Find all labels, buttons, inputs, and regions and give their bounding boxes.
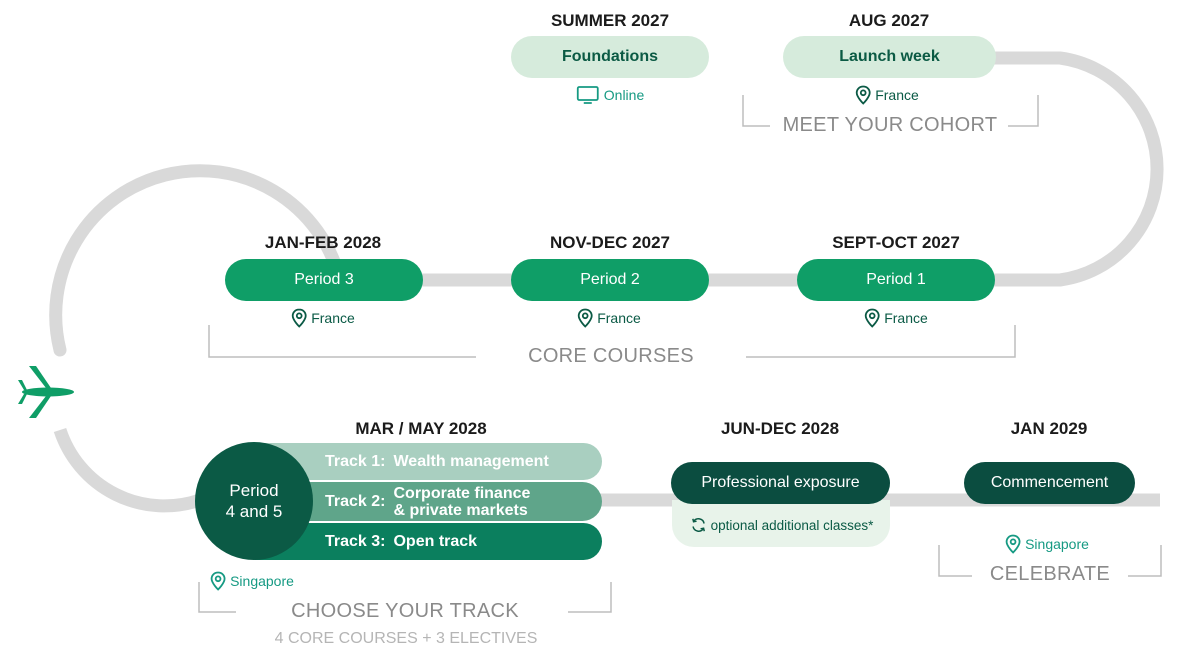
period-4-5-line2: 4 and 5: [225, 502, 283, 521]
optional-classes-label: optional additional classes*: [710, 517, 874, 533]
launch-week-location-label: France: [875, 87, 919, 103]
period-2-location-label: France: [597, 310, 641, 326]
meet-your-cohort-label: MEET YOUR COHORT: [782, 114, 998, 136]
track-1-name: Track 1:: [325, 452, 386, 470]
location-pin-icon: [855, 85, 871, 105]
launch-week-pill[interactable]: Launch week: [783, 36, 996, 78]
date-mar-may-2028: MAR / MAY 2028: [355, 419, 487, 438]
professional-exposure-pill[interactable]: Professional exposure: [671, 462, 890, 504]
commencement-location-label: Singapore: [1025, 536, 1089, 552]
period-3-location-label: France: [311, 310, 355, 326]
track-1-desc: Wealth management: [393, 453, 549, 470]
date-jan-feb-2028: JAN-FEB 2028: [264, 233, 382, 252]
track-3-desc: Open track: [393, 533, 478, 550]
track-2-desc-line2: & private markets: [393, 501, 528, 519]
track-3-bar[interactable]: Track 3: Open track: [255, 523, 602, 560]
optional-classes-note: optional additional classes*: [691, 517, 874, 533]
launch-week-location: France: [855, 85, 919, 105]
period-4-5-location: Singapore: [210, 571, 294, 591]
location-pin-icon: [291, 308, 307, 328]
commencement-pill[interactable]: Commencement: [964, 462, 1135, 504]
core-electives-label: 4 CORE COURSES + 3 ELECTIVES: [274, 630, 538, 647]
airplane-icon: [18, 366, 74, 418]
date-jun-dec-2028: JUN-DEC 2028: [720, 419, 840, 438]
period-4-5-circle[interactable]: Period 4 and 5: [195, 442, 313, 560]
choose-your-track-label: CHOOSE YOUR TRACK: [291, 600, 519, 622]
monitor-icon: [576, 86, 599, 104]
period-4-5-location-label: Singapore: [230, 573, 294, 589]
online-location-label: Online: [603, 87, 645, 103]
optional-classes-bg: [672, 500, 890, 547]
location-pin-icon: [1005, 534, 1021, 554]
period-2-location: France: [577, 308, 641, 328]
period-3-location: France: [291, 308, 355, 328]
date-sept-oct-2027: SEPT-OCT 2027: [832, 233, 960, 252]
online-location: Online: [576, 85, 644, 105]
date-jan-2029: JAN 2029: [1010, 419, 1088, 438]
period-1-pill[interactable]: Period 1: [797, 259, 995, 301]
date-nov-dec-2027: NOV-DEC 2027: [550, 233, 670, 252]
track-2-desc-line1: Corporate finance: [393, 484, 531, 502]
track-1-bar[interactable]: Track 1: Wealth management: [255, 443, 602, 480]
period-3-pill[interactable]: Period 3: [225, 259, 423, 301]
period-2-pill[interactable]: Period 2: [511, 259, 709, 301]
date-summer-2027: SUMMER 2027: [550, 11, 670, 30]
location-pin-icon: [210, 571, 226, 591]
foundations-pill[interactable]: Foundations: [511, 36, 709, 78]
core-courses-label: CORE COURSES: [528, 345, 694, 367]
track-2-desc: Corporate finance & private markets: [393, 485, 530, 519]
date-aug-2027: AUG 2027: [848, 11, 930, 30]
track-2-name: Track 2:: [325, 492, 386, 510]
refresh-icon: [692, 518, 706, 532]
period-1-location: France: [864, 308, 928, 328]
track-3-name: Track 3:: [325, 532, 386, 550]
location-pin-icon: [577, 308, 593, 328]
location-pin-icon: [864, 308, 880, 328]
period-4-5-line1: Period: [229, 481, 279, 500]
celebrate-label: CELEBRATE: [989, 563, 1111, 585]
period-1-location-label: France: [884, 310, 928, 326]
commencement-location: Singapore: [1005, 534, 1089, 554]
